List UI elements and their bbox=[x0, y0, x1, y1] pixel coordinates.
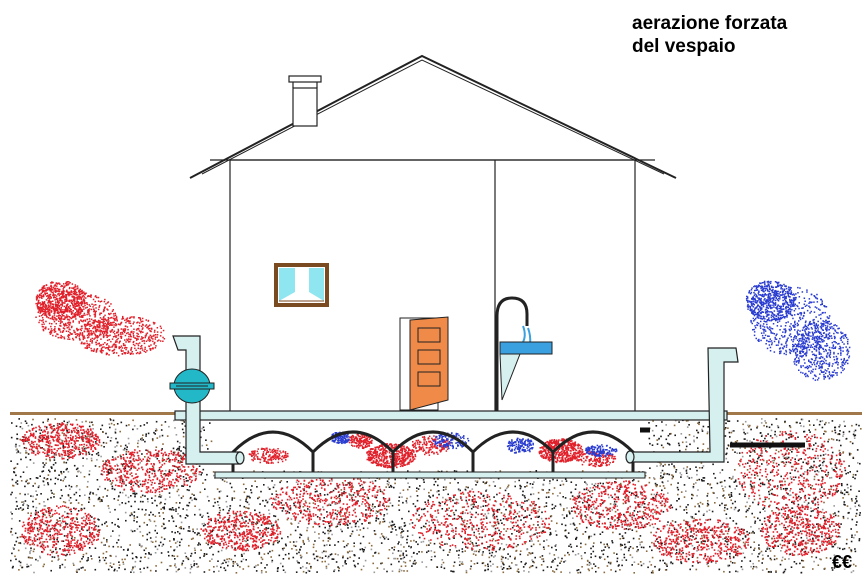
fan-icon bbox=[170, 369, 214, 403]
corner-mark: €€ bbox=[832, 552, 852, 573]
intake-pipe bbox=[626, 348, 738, 463]
diagram-title: aerazione forzata del vespaio bbox=[632, 12, 787, 58]
door-icon bbox=[400, 317, 448, 410]
chimney-icon bbox=[289, 76, 321, 126]
window-icon bbox=[274, 263, 329, 307]
